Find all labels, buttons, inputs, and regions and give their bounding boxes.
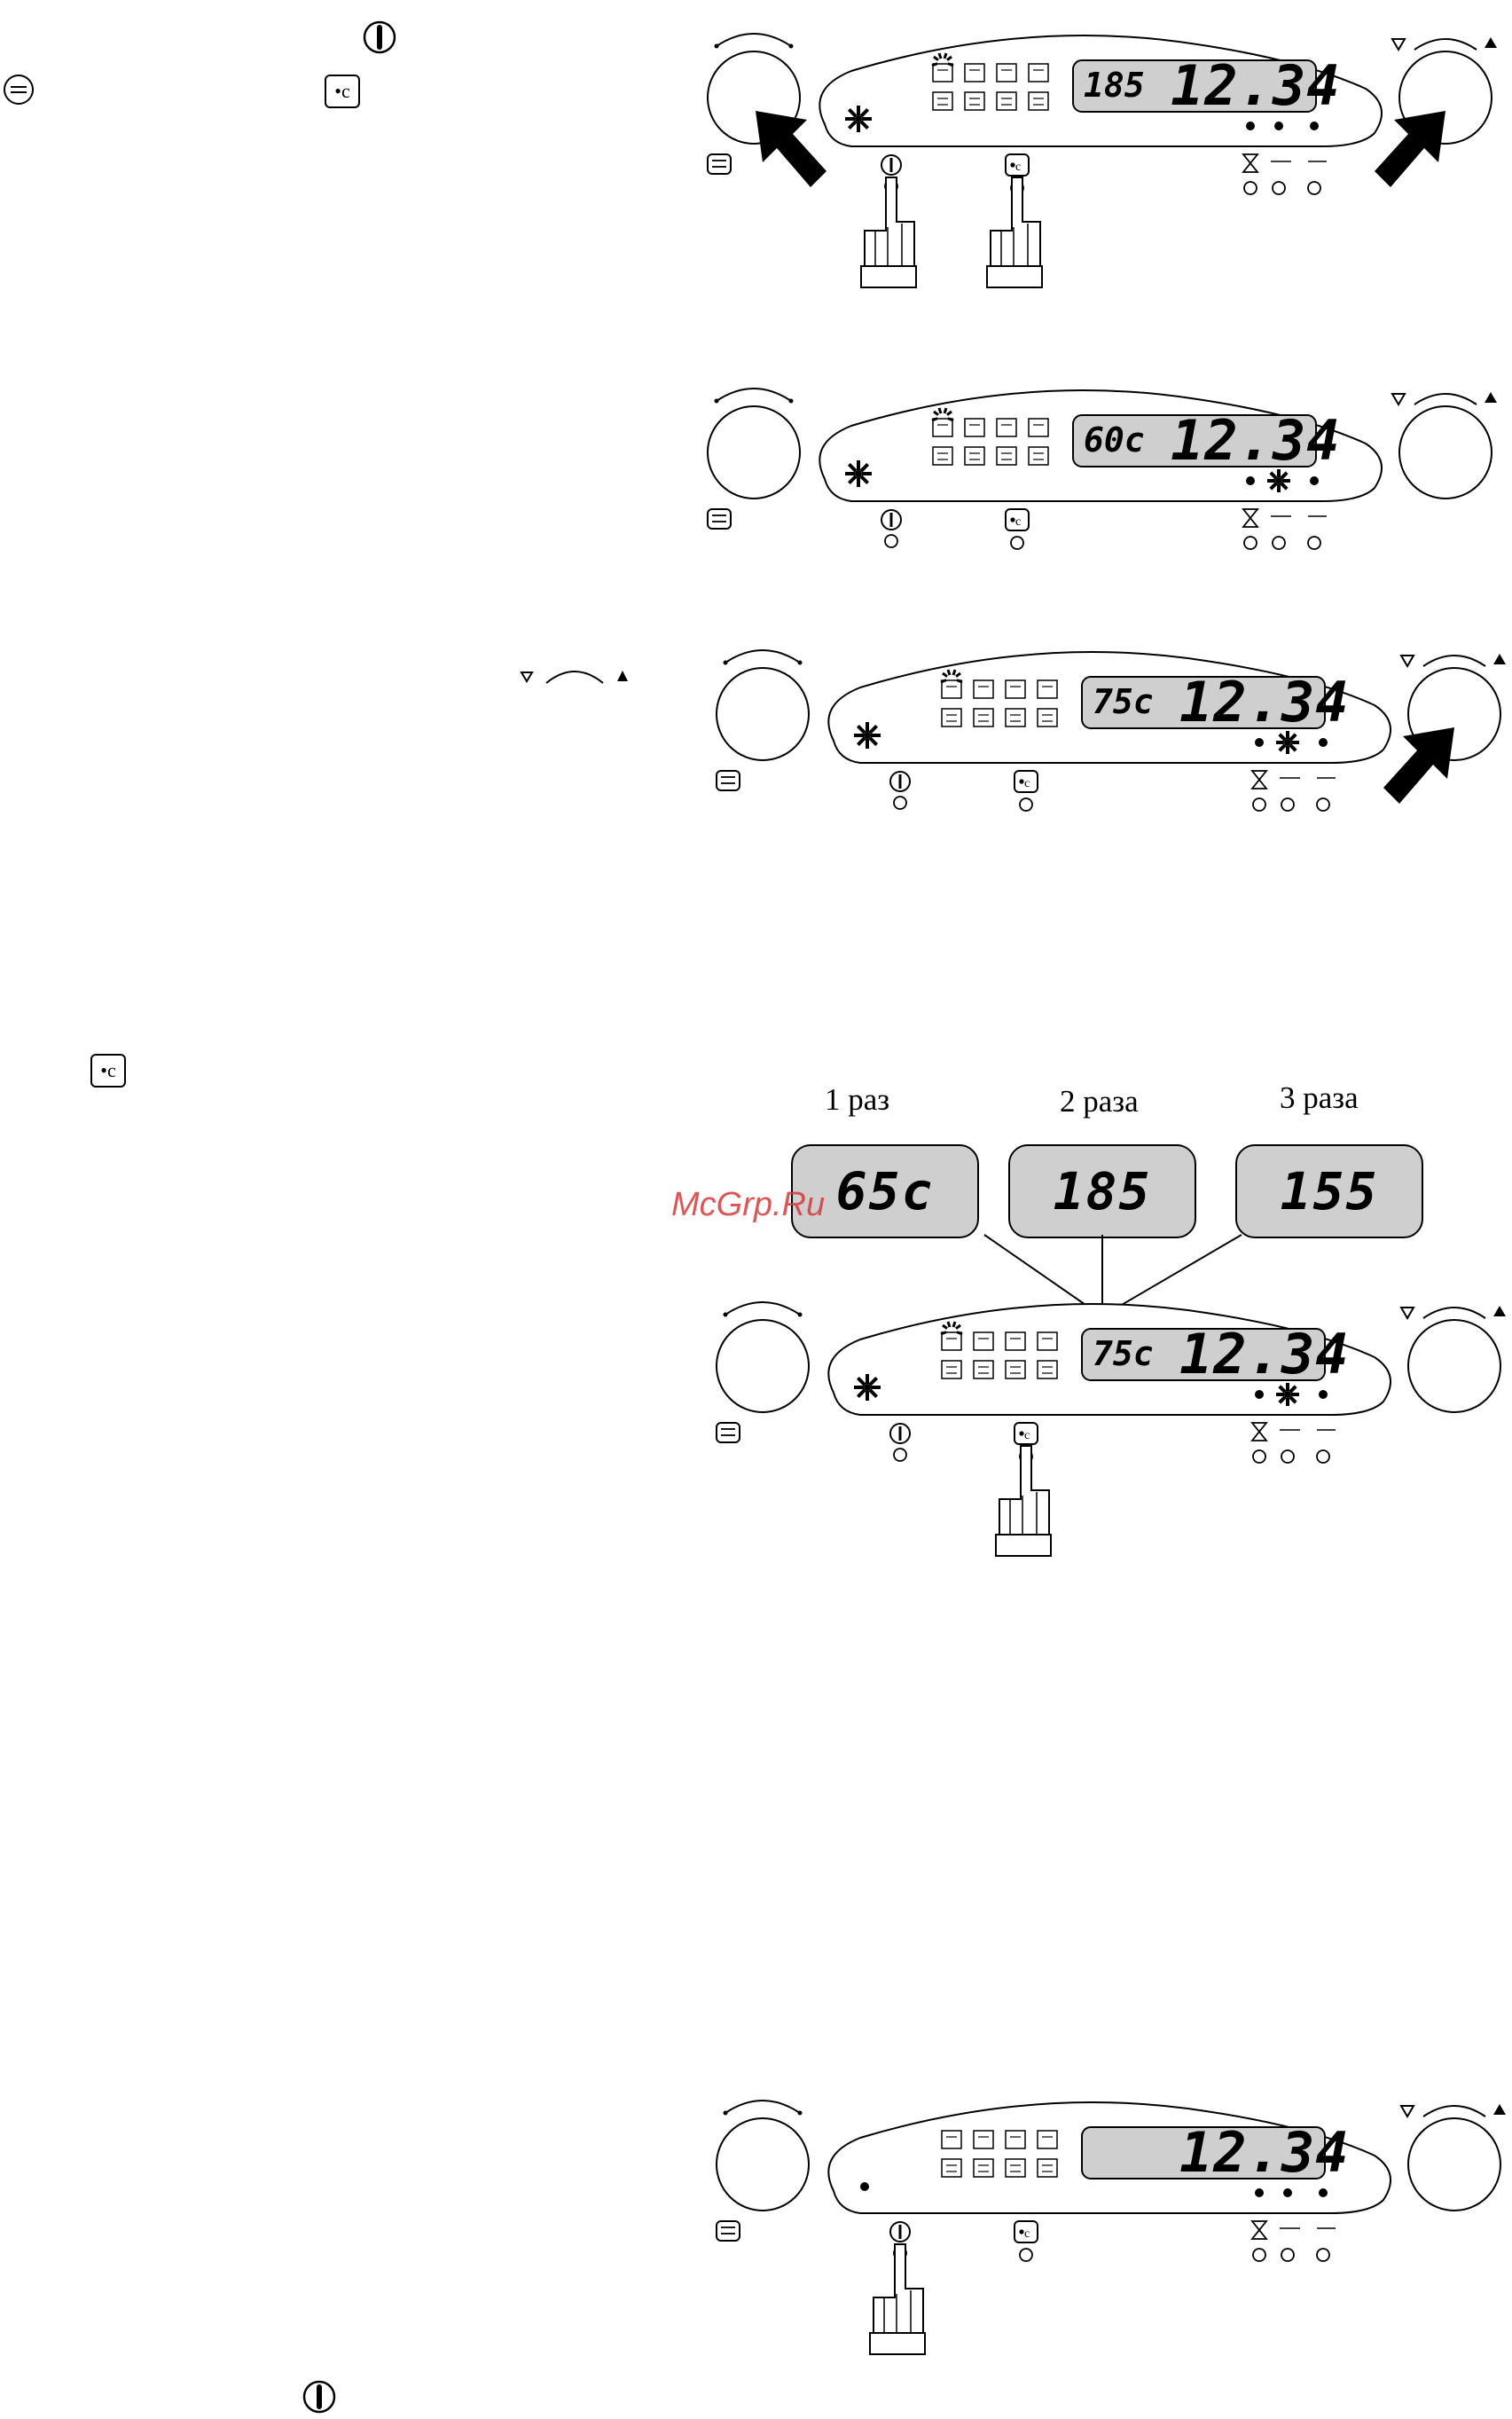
display-temperature: 185 bbox=[1084, 66, 1145, 105]
panel-drawing: c bbox=[709, 2093, 1508, 2360]
left-knob bbox=[717, 2101, 809, 2211]
right-knob bbox=[1401, 2104, 1506, 2211]
control-panel-illustration: c 185 12.34 bbox=[701, 27, 1375, 248]
right-knob bbox=[1392, 392, 1497, 499]
svg-text:c: c bbox=[1015, 161, 1021, 174]
display-clock: 12.34 bbox=[1171, 53, 1341, 118]
svg-text:c: c bbox=[1024, 777, 1030, 790]
watermark: McGrp.Ru bbox=[671, 1186, 825, 1224]
control-panel-illustration: c 12.34 bbox=[709, 2093, 1383, 2315]
left-knob bbox=[717, 1302, 809, 1412]
display-temperature: 75c bbox=[1093, 682, 1154, 721]
display-temperature: 60c bbox=[1084, 420, 1145, 459]
right-knob bbox=[1401, 1306, 1506, 1412]
svg-text:c: c bbox=[1024, 1429, 1030, 1442]
control-panel-illustration: c 75c 12.34 bbox=[709, 1295, 1383, 1517]
left-knob bbox=[708, 389, 800, 499]
display-temperature: 75c bbox=[1093, 1334, 1154, 1373]
svg-text:c: c bbox=[1015, 515, 1021, 529]
svg-text:c: c bbox=[1024, 2227, 1030, 2241]
left-knob bbox=[717, 650, 809, 760]
control-panel-illustration: c 60c 12.34 bbox=[701, 381, 1375, 603]
display-clock: 12.34 bbox=[1179, 2120, 1350, 2185]
control-panel-illustration: c 75c 12.34 bbox=[709, 643, 1383, 865]
display-clock: 12.34 bbox=[1179, 670, 1350, 734]
display-clock: 12.34 bbox=[1171, 408, 1341, 473]
display-clock: 12.34 bbox=[1179, 1322, 1350, 1386]
